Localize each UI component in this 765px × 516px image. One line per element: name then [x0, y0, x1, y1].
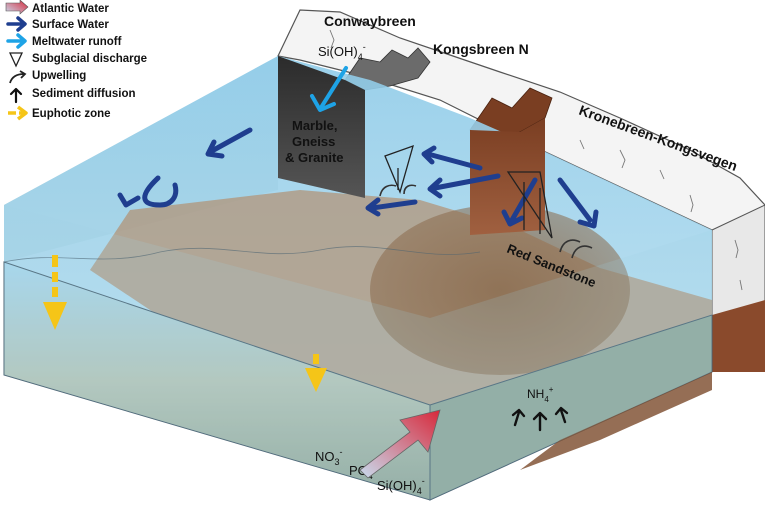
sediment-diffusion-arrow [554, 406, 569, 424]
subglacial-discharge-cones [384, 144, 553, 239]
legend-item-subglacial: Subglacial discharge [8, 52, 147, 68]
legend-item-sediment-diffusion: Sediment diffusion [9, 87, 136, 104]
marble-cliff [278, 56, 365, 198]
euphotic-zone-arrow [43, 302, 67, 330]
upwelling-icon [403, 184, 417, 195]
legend-label: Euphotic zone [32, 108, 111, 120]
sediment-diffusion-arrow [511, 408, 526, 427]
euphotic-zone-icon [8, 105, 28, 121]
rock-label-granite: & Granite [285, 150, 344, 165]
legend-item-upwelling: Upwelling [9, 70, 86, 84]
legend-label: Meltwater runoff [32, 36, 122, 48]
surface-water-arrow [421, 145, 483, 171]
legend-label: Sediment diffusion [32, 88, 136, 100]
legend-label: Subglacial discharge [32, 53, 147, 65]
euphotic-zone-arrow [305, 368, 327, 392]
sediment-plume [370, 205, 630, 375]
atlantic-water-icon [5, 0, 29, 15]
surface-water-icon [6, 16, 27, 32]
legend-label: Upwelling [32, 70, 86, 82]
surface-water-arrow [117, 175, 179, 208]
upwelling-curls [379, 184, 593, 259]
chem-silicate-bottom: Si(OH)4- [377, 476, 425, 496]
sediment-diffusion-arrows [511, 406, 569, 432]
legend: Atlantic Water Surface Water Meltwater r… [5, 0, 147, 121]
sediment-diffusion-icon [9, 87, 23, 104]
legend-item-meltwater: Meltwater runoff [6, 33, 122, 49]
legend-item-euphotic: Euphotic zone [8, 105, 111, 121]
atlantic-water-arrow [359, 409, 441, 479]
sediment-diffusion-arrow [532, 411, 548, 432]
upwelling-icon [9, 70, 27, 84]
legend-label: Atlantic Water [32, 3, 109, 15]
glacier-label-conwaybreen: Conwaybreen [324, 13, 416, 29]
subglacial-discharge-icon [506, 171, 553, 239]
chem-silicate-top: Si(OH)4- [318, 42, 366, 62]
legend-label: Surface Water [32, 19, 109, 31]
chem-nitrate: NO3- [315, 447, 343, 467]
glacier-terrain [277, 9, 765, 372]
surface-water-arrow [557, 177, 599, 229]
subglacial-discharge-icon [8, 52, 24, 68]
legend-item-atlantic-water: Atlantic Water [5, 0, 109, 15]
upwelling-icon [559, 239, 581, 253]
upwelling-icon [379, 184, 397, 197]
rock-label-marble: Marble, [292, 118, 338, 133]
red-sandstone-cliff [470, 118, 545, 235]
rock-label-gneiss: Gneiss [292, 134, 335, 149]
euphotic-zone-arrows [43, 255, 327, 392]
chem-ammonium: NH4+ [527, 385, 554, 404]
upwelling-icon [571, 245, 593, 259]
surface-water-arrow [365, 197, 418, 217]
legend-item-surface-water: Surface Water [6, 16, 109, 32]
meltwater-icon [6, 33, 27, 49]
meltwater-runoff-arrow [310, 66, 348, 112]
surface-water-arrow [205, 127, 253, 159]
subglacial-discharge-icon [384, 144, 414, 194]
glacier-label-kongsbreen-n: Kongsbreen N [433, 41, 529, 57]
surface-water-arrow [427, 173, 501, 199]
